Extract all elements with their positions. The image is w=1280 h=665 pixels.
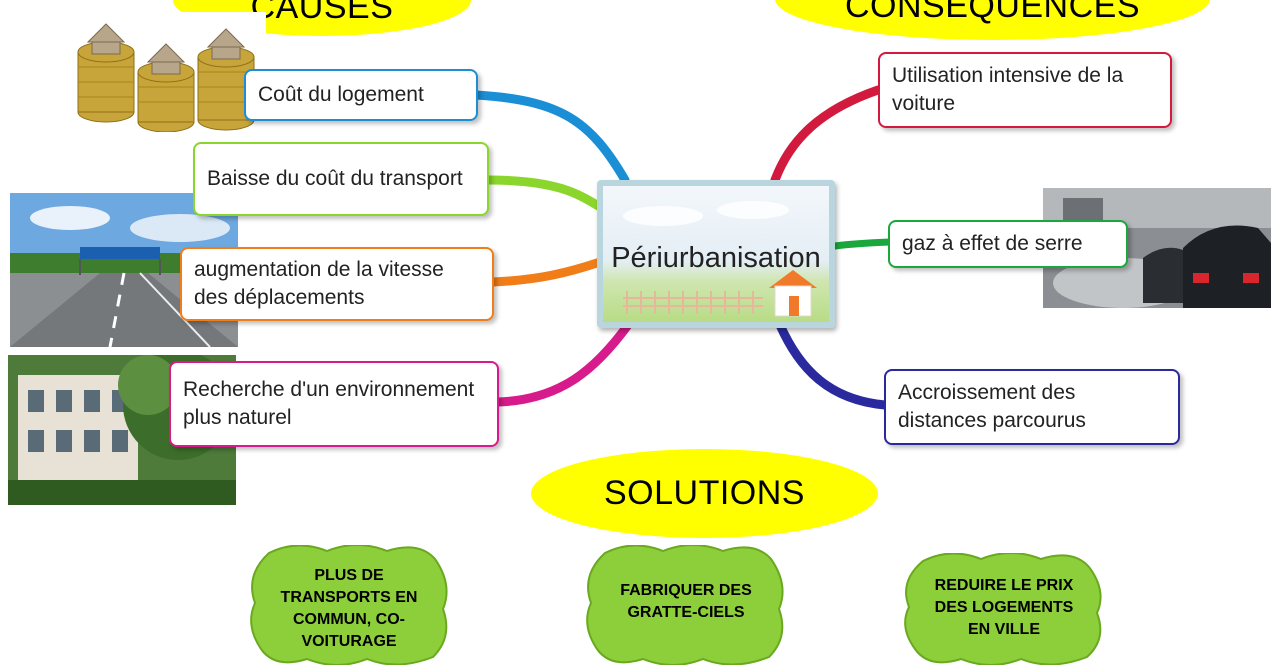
solutions-heading: SOLUTIONS — [531, 449, 878, 538]
branch-cons-3 — [775, 320, 890, 410]
cause-topic-label: Recherche d'un environnement plus nature… — [183, 378, 475, 429]
consequence-topic-label: Utilisation intensive de la voiture — [892, 64, 1124, 115]
branch-cons-2 — [831, 238, 894, 250]
solution-prix-logements[interactable]: REDUIRE LE PRIX DES LOGEMENTS EN VILLE — [901, 553, 1107, 665]
branch-cause-3 — [488, 257, 605, 287]
consequence-topic-gaz-serre[interactable]: gaz à effet de serre — [888, 220, 1128, 268]
branch-cons-1 — [770, 85, 883, 185]
consequence-topic-voiture[interactable]: Utilisation intensive de la voiture — [878, 52, 1172, 128]
branch-cause-1 — [471, 90, 630, 185]
cause-topic-label: Coût du logement — [258, 83, 424, 106]
solution-label: REDUIRE LE PRIX DES LOGEMENTS EN VILLE — [934, 577, 1074, 638]
cause-topic-label: augmentation de la vitesse des déplaceme… — [194, 258, 444, 309]
coins-photo — [66, 12, 266, 132]
central-topic[interactable]: Périurbanisation — [597, 180, 835, 328]
central-topic-label: Périurbanisation — [611, 242, 821, 274]
solution-transports-commun[interactable]: PLUS DE TRANSPORTS EN COMMUN, CO-VOITURA… — [247, 545, 451, 665]
solution-label: FABRIQUER DES GRATTE-CIELS — [620, 582, 752, 621]
solution-gratte-ciels[interactable]: FABRIQUER DES GRATTE-CIELS — [583, 545, 789, 665]
branch-cause-4 — [493, 320, 633, 407]
consequence-topic-label: gaz à effet de serre — [902, 232, 1083, 255]
house-illustration — [623, 201, 817, 317]
branch-cause-2 — [483, 175, 610, 215]
cause-topic-environnement-naturel[interactable]: Recherche d'un environnement plus nature… — [169, 361, 499, 447]
cause-topic-baisse-transport[interactable]: Baisse du coût du transport — [193, 142, 489, 216]
consequences-heading-label: CONSEQUENCES — [844, 0, 1141, 25]
cause-topic-vitesse-deplacements[interactable]: augmentation de la vitesse des déplaceme… — [180, 247, 494, 321]
solutions-heading-label: SOLUTIONS — [604, 474, 805, 512]
cause-topic-label: Baisse du coût du transport — [207, 167, 463, 190]
consequence-topic-label: Accroissement des distances parcourus — [898, 381, 1086, 432]
causes-heading-label: CAUSES — [250, 0, 394, 26]
connector-branches — [471, 85, 894, 410]
consequence-topic-distances[interactable]: Accroissement des distances parcourus — [884, 369, 1180, 445]
cause-topic-cout-logement[interactable]: Coût du logement — [244, 69, 478, 121]
